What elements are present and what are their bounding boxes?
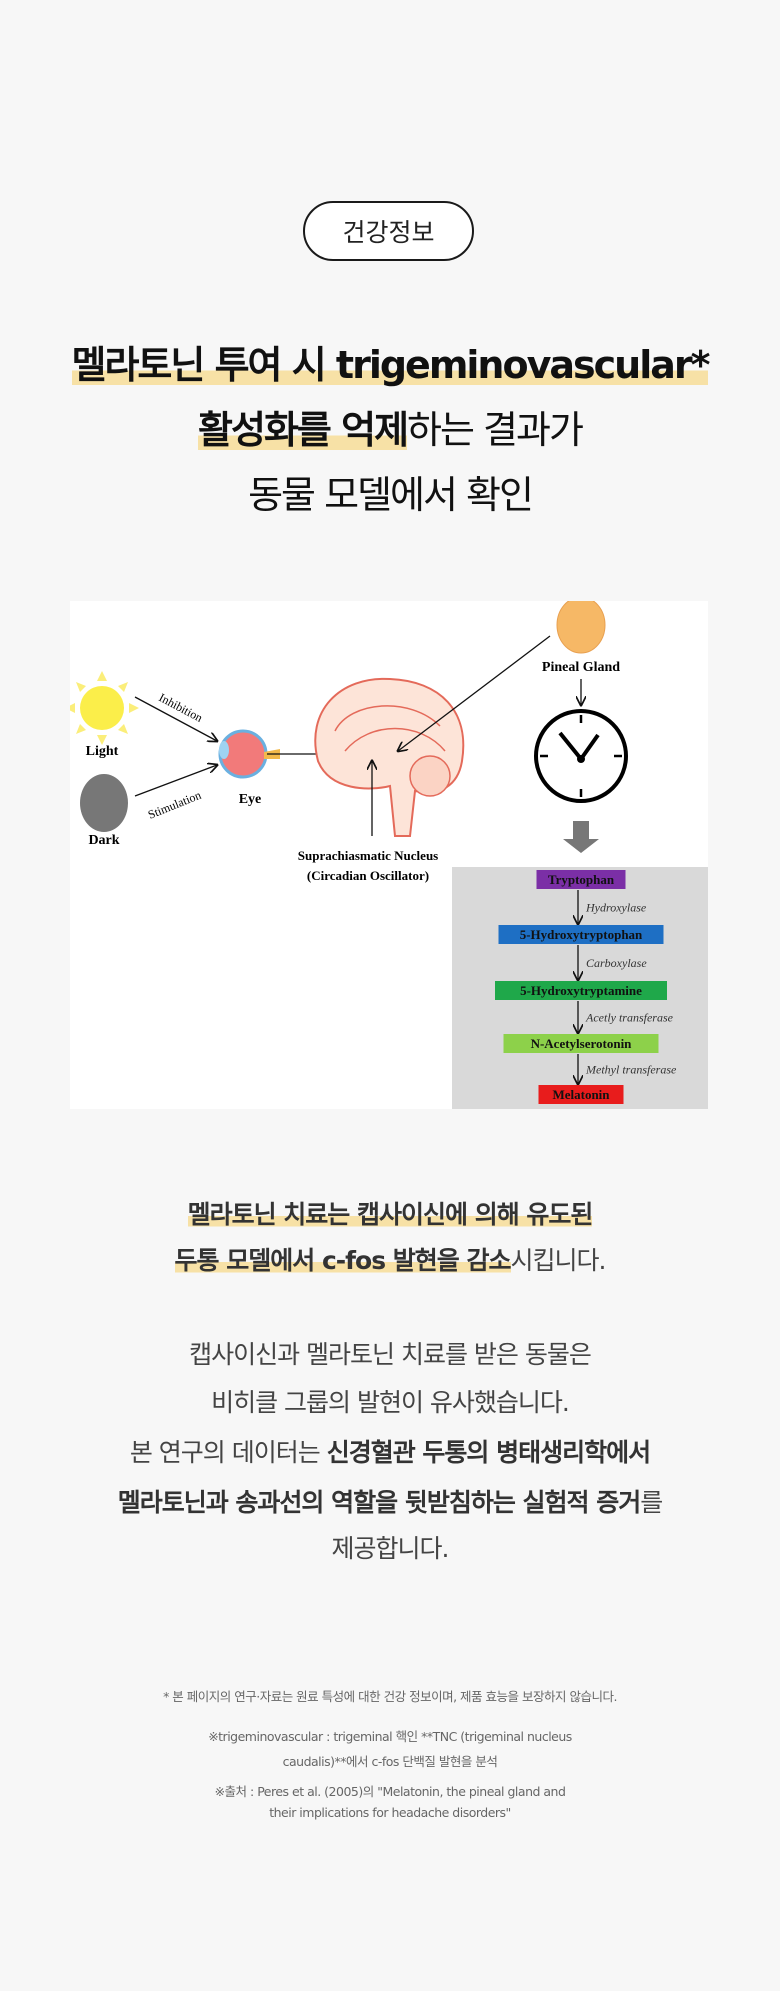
eye-icon (218, 729, 280, 779)
pathway-label: 5-Hydroxytryptamine (520, 983, 642, 998)
scn-label: Suprachiasmatic Nucleus (298, 848, 438, 863)
paragraph-line-4: 멜라토닌과 송과선의 역할을 뒷받침하는 실험적 증거를 (117, 1488, 664, 1517)
light-label: Light (86, 744, 119, 759)
pineal-gland-label: Pineal Gland (542, 660, 620, 675)
enzyme-label: Acetly transferase (585, 1011, 674, 1025)
scn-sublabel: (Circadian Oscillator) (307, 868, 429, 883)
enzyme-label: Methyl transferase (585, 1063, 677, 1077)
pathway-box (536, 870, 626, 889)
down-arrow-icon (563, 821, 599, 853)
brain-icon (314, 677, 465, 837)
pathway-label: Tryptophan (548, 872, 615, 887)
pathway-box (495, 981, 667, 1000)
eye-label: Eye (239, 792, 262, 807)
source-note-1: ※출처 : Peres et al. (2005)의 "Melatonin, t… (214, 1784, 566, 1799)
stimulation-label: Stimulation (146, 788, 203, 822)
category-badge: 건강정보 (303, 201, 474, 261)
melatonin-pathway-diagram: Light Dark Inhibition Stimulation Eye Su… (65, 596, 708, 1109)
source-note-2: their implications for headache disorder… (269, 1805, 511, 1820)
summary-line-1: 멜라토닌 치료는 캡사이신에 의해 유도된 (187, 1200, 593, 1229)
pineal-gland-icon (556, 596, 606, 654)
paragraph-line-3: 본 연구의 데이터는 신경혈관 두통의 병태생리학에서 (129, 1438, 651, 1467)
pathway-box (503, 1034, 659, 1053)
enzyme-label: Hydroxylase (585, 901, 647, 915)
pathway-label: Melatonin (552, 1087, 610, 1102)
clock-icon (534, 709, 628, 803)
enzyme-label: Carboxylase (586, 956, 647, 970)
pathway-box (538, 1085, 624, 1104)
sun-icon (65, 671, 139, 745)
definition-note-2: caudalis)**에서 c-fos 단백질 발현을 분석 (282, 1754, 498, 1769)
inhibition-label: Inhibition (157, 690, 205, 725)
title-line-1: 멜라토닌 투여 시 trigeminovascular* (71, 343, 710, 387)
pathway-label: 5-Hydroxytryptophan (520, 927, 643, 942)
title-line-3: 동물 모델에서 확인 (248, 473, 534, 517)
paragraph-line-5: 제공합니다. (331, 1534, 450, 1563)
dark-circle-icon (80, 774, 128, 832)
paragraph-line-1: 캡사이신과 멜라토닌 치료를 받은 동물은 (189, 1340, 592, 1369)
pathway-box (498, 925, 664, 944)
title-line-2: 활성화를 억제하는 결과가 (198, 408, 584, 452)
dark-label: Dark (88, 833, 119, 848)
definition-note-1: ※trigeminovascular : trigeminal 핵인 **TNC… (208, 1729, 572, 1744)
summary-line-2: 두통 모델에서 c-fos 발현을 감소시킵니다. (174, 1246, 606, 1275)
paragraph-line-2: 비히클 그룹의 발현이 유사했습니다. (211, 1388, 570, 1417)
disclaimer-note: * 본 페이지의 연구·자료는 원료 특성에 대한 건강 정보이며, 제품 효능… (163, 1689, 617, 1704)
pathway-label: N-Acetylserotonin (531, 1036, 633, 1051)
